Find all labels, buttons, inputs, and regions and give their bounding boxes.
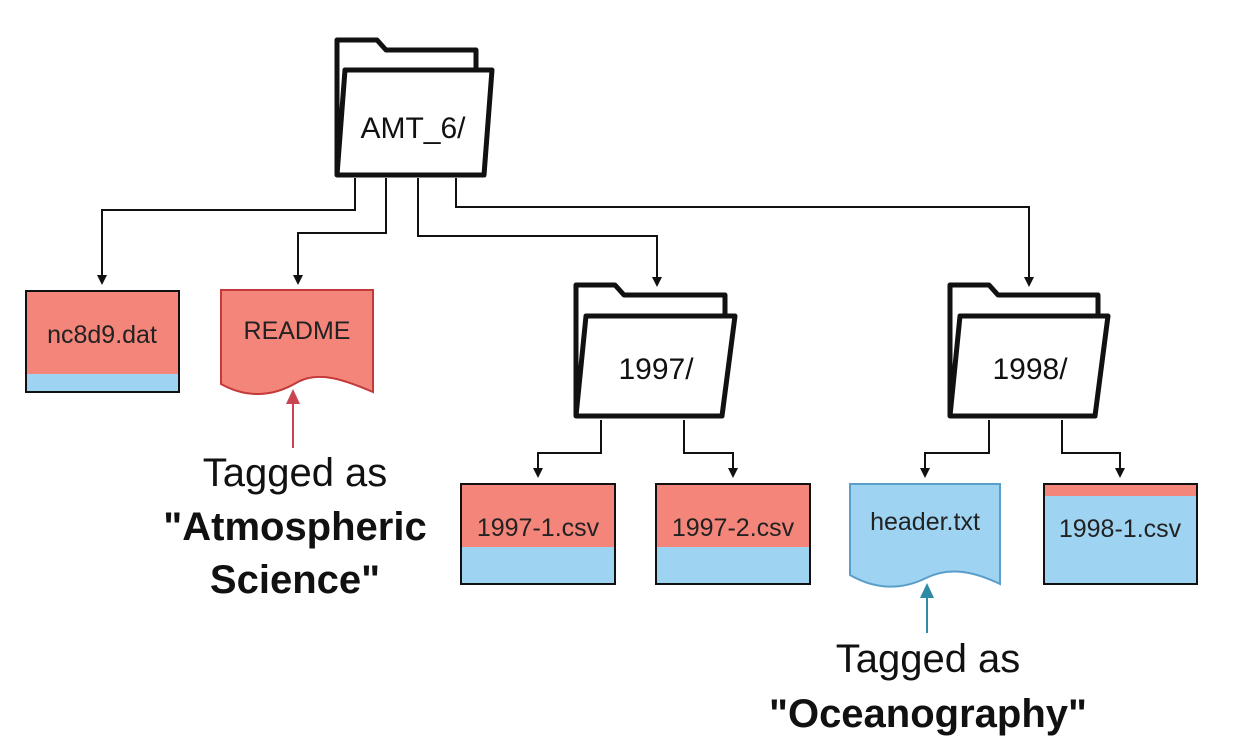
1997-2-outline	[655, 483, 811, 585]
connector-1998-1	[1061, 420, 1125, 478]
atmospheric-tag-annotation: Tagged as "Atmospheric Science"	[163, 451, 426, 602]
folder-1997-label: 1997/	[618, 353, 694, 386]
document-header-txt[interactable]: header.txt	[849, 483, 1001, 588]
folder-icon	[334, 37, 495, 178]
folder-icon	[947, 282, 1111, 419]
connector-1997-1	[533, 420, 602, 478]
nc8d9-outline	[25, 290, 180, 393]
folder-1997[interactable]: 1997/	[573, 282, 738, 419]
1998-1-outline	[1043, 483, 1198, 585]
folder-1997-connectors	[533, 420, 738, 478]
1998-1-label: 1998-1.csv	[1059, 515, 1182, 543]
atmospheric-tag-line1: Tagged as	[203, 451, 388, 495]
file-1997-1-csv[interactable]: 1997-1.csv	[460, 483, 616, 585]
1998-1-atmospheric-band	[1044, 484, 1197, 496]
nc8d9-label: nc8d9.dat	[47, 321, 157, 349]
folder-1998-connectors	[920, 420, 1125, 478]
file-nc8d9-dat[interactable]: nc8d9.dat	[25, 290, 180, 393]
atmospheric-tag-line3: Science"	[210, 558, 380, 602]
document-readme[interactable]: README	[220, 289, 374, 395]
1997-1-oceanography-band	[461, 547, 615, 584]
atmospheric-tag-arrow	[286, 389, 300, 448]
readme-label: README	[244, 317, 351, 345]
root-folder[interactable]: AMT_6/	[334, 37, 495, 178]
1998-1-oceanography-band	[1044, 496, 1197, 584]
oceanography-tag-line2: "Oceanography"	[769, 692, 1087, 736]
folder-icon	[573, 282, 738, 419]
connector-header	[920, 420, 990, 478]
oceanography-tag-annotation: Tagged as "Oceanography"	[769, 637, 1087, 736]
file-1997-2-csv[interactable]: 1997-2.csv	[655, 483, 811, 585]
connector-readme	[293, 178, 387, 285]
folder-1998[interactable]: 1998/	[947, 282, 1111, 419]
header-label: header.txt	[870, 508, 980, 536]
1997-2-atmospheric-band	[656, 484, 810, 547]
nc8d9-atmospheric-band	[26, 291, 179, 374]
file-1998-1-csv[interactable]: 1998-1.csv	[1043, 483, 1198, 585]
folder-1998-label: 1998/	[992, 353, 1068, 386]
oceanography-tag-arrow	[920, 583, 934, 633]
atmospheric-tag-line2: "Atmospheric	[163, 505, 426, 549]
root-folder-label: AMT_6/	[360, 112, 466, 145]
1997-2-oceanography-band	[656, 547, 810, 584]
header-document-shape	[849, 483, 1001, 588]
connector-1997-2	[683, 420, 738, 478]
nc8d9-oceanography-band	[26, 374, 179, 392]
connector-1997	[417, 178, 662, 287]
readme-document-shape	[220, 289, 374, 395]
1997-1-outline	[460, 483, 616, 585]
oceanography-tag-line1: Tagged as	[836, 637, 1021, 681]
connector-nc8d9	[97, 178, 356, 285]
1997-1-label: 1997-1.csv	[477, 514, 600, 542]
connector-1998	[455, 178, 1034, 287]
1997-1-atmospheric-band	[461, 484, 615, 547]
root-connectors	[97, 178, 1034, 287]
1997-2-label: 1997-2.csv	[672, 514, 795, 542]
